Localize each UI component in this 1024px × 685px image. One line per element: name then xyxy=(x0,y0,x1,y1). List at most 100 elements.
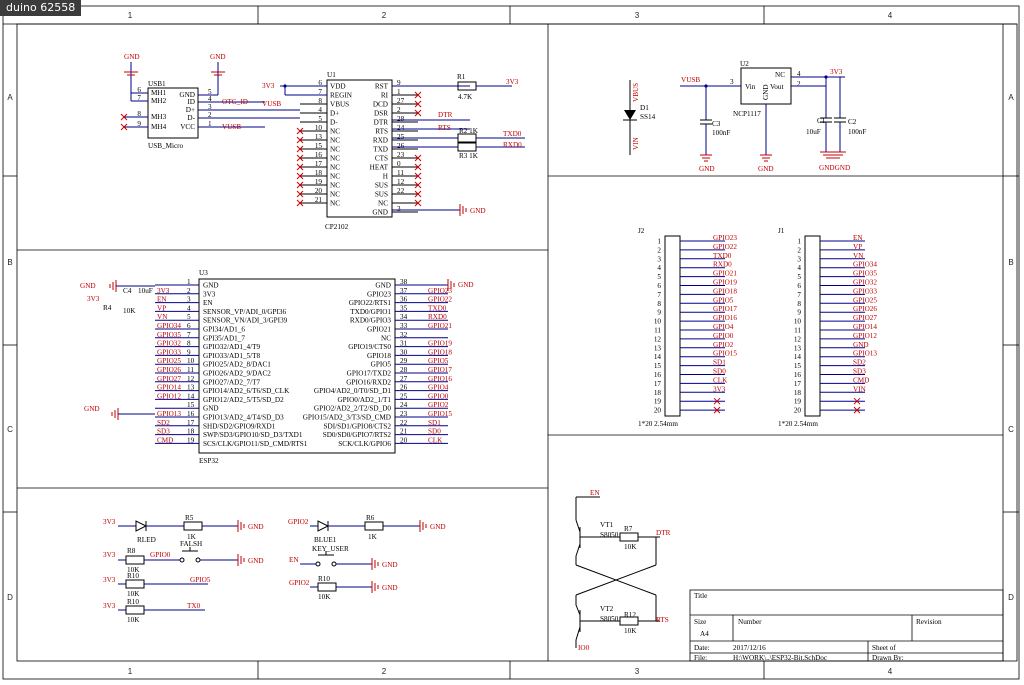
esp32-pin-label: EN xyxy=(203,299,213,307)
header-net-label: GPIO34 xyxy=(853,261,877,269)
esp32-net-label: SD0 xyxy=(428,428,441,436)
usb-pin-num: 2 xyxy=(208,111,212,119)
frame-col-bottom-2: 2 xyxy=(382,667,387,676)
c3-ref: C3 xyxy=(712,120,721,128)
cp-gnd-label: GND xyxy=(470,207,486,215)
j1-ref: J1 xyxy=(778,227,785,235)
usb-pin-label: D- xyxy=(187,114,195,122)
ldo-vout-pin: Vout xyxy=(770,83,783,91)
esp32-net-label: GPIO25 xyxy=(157,357,181,365)
falsh-3v3-net: 3V3 xyxy=(103,551,116,559)
cp2102-pin-num: 28 xyxy=(397,115,405,123)
esp32-pin-label: 3V3 xyxy=(203,290,216,298)
cp2102-pin-num: 13 xyxy=(315,133,323,141)
ldo-nc-pin: NC xyxy=(775,71,785,79)
esp32-pin-num: 6 xyxy=(187,322,191,330)
tb-drawn: Drawn By: xyxy=(872,654,904,662)
esp32-pin-num: 10 xyxy=(187,357,195,365)
window-tab-title[interactable]: duino 62558 xyxy=(0,0,82,16)
header-pin-num: 18 xyxy=(654,389,662,397)
esp32-pin-label: GPIO21 xyxy=(367,326,391,334)
u2-ref: U2 xyxy=(740,60,749,68)
esp32-pin-num: 12 xyxy=(187,375,195,383)
blue-gnd-label: GND xyxy=(430,523,446,531)
cp2102-ref: U1 xyxy=(327,71,336,79)
esp32-net-label: GPIO16 xyxy=(428,375,452,383)
cp2102-pin-label: NC xyxy=(330,182,340,190)
esp32-pin-label: GPI34/AD1_6 xyxy=(203,326,245,334)
frame-col-top-1: 1 xyxy=(128,11,133,20)
esp32-pin-num: 16 xyxy=(187,410,195,418)
header-net-label: GND xyxy=(853,341,869,349)
header-net-label: GPIO4 xyxy=(713,323,734,331)
esp32-pin-label: GPIO5 xyxy=(371,361,392,369)
cp2102-pin-label: RST xyxy=(375,83,389,91)
header-pin-num: 14 xyxy=(794,353,802,361)
r7-value: 10K xyxy=(624,543,637,551)
esp-gnd-label-3: GND xyxy=(458,281,474,289)
esp32-pin-num: 33 xyxy=(400,322,408,330)
cp2102-pin-num: 8 xyxy=(318,97,322,105)
cp2102-pin-label: NC xyxy=(330,191,340,199)
esp32-net-label: GPIO19 xyxy=(428,340,452,348)
header-net-label: GPIO27 xyxy=(853,314,877,322)
cp2102-pin-num: 3 xyxy=(397,205,401,213)
esp32-pin-label: GPIO26/AD2_9/DAC2 xyxy=(203,370,271,378)
frame-col-bottom-3: 3 xyxy=(635,667,640,676)
header-pin-num: 10 xyxy=(654,318,662,326)
r4-value: 10K xyxy=(123,307,136,315)
esp32-pin-num: 9 xyxy=(187,348,191,356)
header-pin-num: 10 xyxy=(794,318,802,326)
esp32-pin-label: GND xyxy=(203,282,219,290)
esp32-pin-num: 7 xyxy=(187,331,191,339)
cp-rxd0-net: RXD0 xyxy=(503,141,522,149)
header-net-label: GPIO32 xyxy=(853,279,877,287)
esp32-pin-label: GPIO18 xyxy=(367,352,391,360)
cp2102-pin-label: NC xyxy=(330,137,340,145)
led-button-section[interactable]: 3V3 GND RLED R5 1K GPIO2 GND BLUE1 R6 1K… xyxy=(103,514,446,624)
frame-row-right-C: C xyxy=(1008,425,1014,434)
esp32-pin-label: GPIO33/AD1_5/T8 xyxy=(203,352,261,360)
esp32-net-label: GPIO32 xyxy=(157,340,181,348)
esp32-net-label: GPIO2 xyxy=(428,401,449,409)
header-pin-num: 7 xyxy=(797,291,801,299)
header-net-label: CLK xyxy=(713,376,728,384)
r10b-value: 10K xyxy=(127,590,140,598)
header-net-label: GPIO2 xyxy=(713,341,734,349)
frame-row-right-B: B xyxy=(1008,258,1013,267)
esp32-pin-label: GPIO25/AD2_8/DAC1 xyxy=(203,361,271,369)
esp32-net-label: 3V3 xyxy=(157,287,170,295)
esp32-pin-num: 5 xyxy=(187,313,191,321)
esp32-net-label: GPIO35 xyxy=(157,331,181,339)
frame-row-left-A: A xyxy=(7,93,13,102)
power-section[interactable]: D1 SS14 VBUS VIN Vin Vout NC GND U2 NCP1… xyxy=(623,60,866,173)
usb-ref: USB1 xyxy=(148,80,166,88)
esp32-net-label: TXD0 xyxy=(428,304,447,312)
header-net-label: SD1 xyxy=(713,359,726,367)
header-net-label: GPIO23 xyxy=(713,234,737,242)
cp2102-pin-num: 25 xyxy=(397,133,405,141)
cp2102-pin-num: 0 xyxy=(397,160,401,168)
ldo-pin4: 4 xyxy=(797,70,801,78)
esp32-pin-label: SHD/SD2/GPIO9/RXD1 xyxy=(203,422,276,430)
usb-pin-num: 7 xyxy=(137,94,141,102)
cp2102-pin-num: 23 xyxy=(397,151,405,159)
usb-pin-label: VCC xyxy=(180,123,195,131)
cp2102-pin-label: CTS xyxy=(375,155,388,163)
autoreset-section[interactable]: EN VT1 S8050 R7 10K DTR VT2 S8050 R12 10… xyxy=(575,489,671,652)
header-pin-num: 1 xyxy=(657,238,661,246)
falsh-ref: FALSH xyxy=(180,540,202,548)
esp32-net-label: GPIO17 xyxy=(428,366,452,374)
tx0-3v3-net: 3V3 xyxy=(103,602,116,610)
esp32-name: ESP32 xyxy=(199,457,219,465)
cp2102-pin-num: 22 xyxy=(397,187,405,195)
header-net-label: RXD0 xyxy=(713,261,732,269)
esp32-pin-num: 18 xyxy=(187,428,195,436)
header-net-label: VIN xyxy=(853,385,867,393)
header-net-label: VN xyxy=(853,252,864,260)
